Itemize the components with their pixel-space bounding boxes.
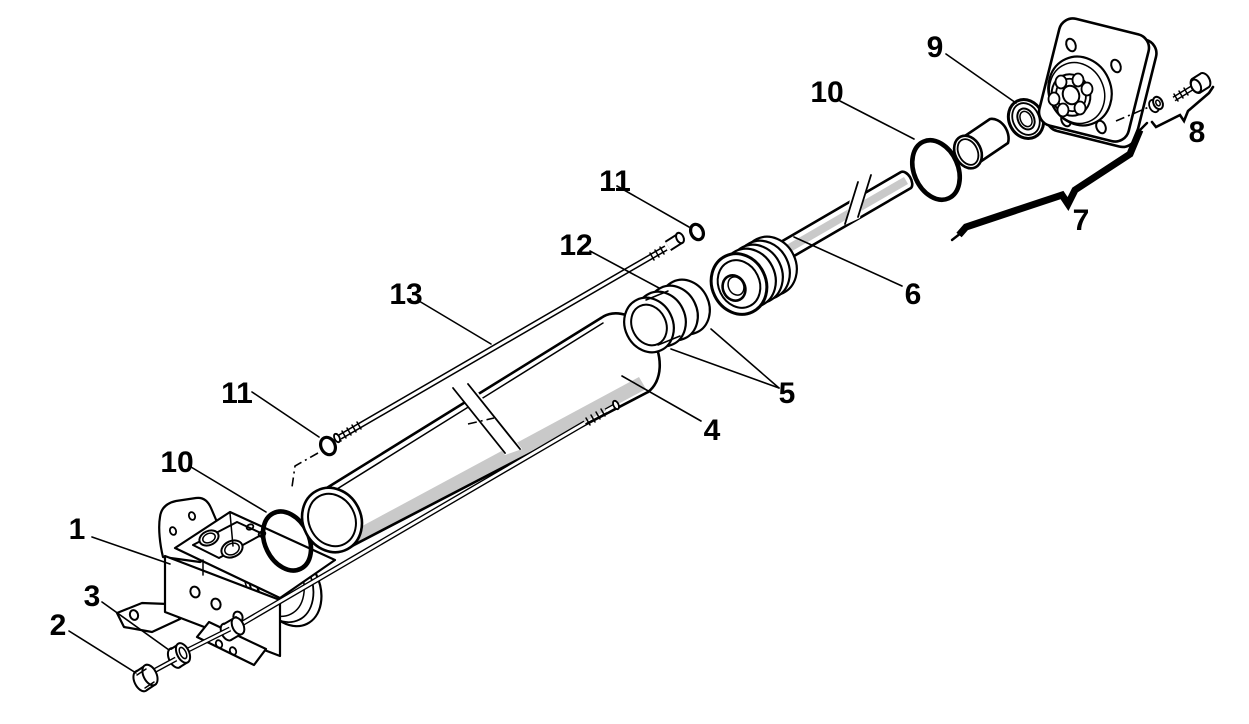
callout-10-left: 10: [160, 446, 193, 479]
cylinder-tube: [300, 312, 662, 554]
flange-screw-with-washer: [1115, 72, 1212, 122]
callout-4: 4: [704, 414, 721, 447]
callout-12: 12: [559, 229, 592, 262]
tube-shading: [340, 377, 646, 550]
leader-11-left: [251, 391, 320, 438]
rod-shading: [764, 177, 908, 265]
piston-head: [709, 235, 798, 316]
callout-10-top: 10: [810, 76, 843, 109]
callout-11-top: 11: [599, 165, 631, 198]
leader-10-left: [190, 466, 267, 513]
leader-12: [589, 250, 660, 289]
callout-13: 13: [389, 278, 422, 311]
callout-labels: 1 2 3 4 5 6 7 8 9 10 10 11 11 12 13: [50, 31, 1206, 642]
leader-13: [418, 300, 492, 345]
callout-1: 1: [69, 513, 86, 546]
tie-rod: [333, 231, 685, 444]
callout-8: 8: [1189, 116, 1206, 149]
assembly-bracket-7: [950, 121, 1149, 242]
leader-lines: [68, 53, 1017, 674]
callout-3: 3: [84, 580, 101, 613]
leader-9: [945, 53, 1017, 104]
splined-bore: [1047, 72, 1094, 118]
leader-2: [68, 630, 137, 674]
leader-10-top: [839, 100, 915, 140]
leader-11-top: [616, 185, 690, 228]
small-washer: [1148, 95, 1164, 114]
clamp-strap: [195, 620, 268, 667]
screw: [1172, 72, 1212, 102]
leader-5b: [710, 328, 780, 389]
callout-7: 7: [1073, 204, 1090, 237]
o-ring-head-end: [909, 138, 963, 202]
piston-rod: [709, 161, 914, 316]
leader-4: [621, 375, 702, 422]
tie-rod-lower-with-bolt: [132, 399, 620, 693]
callout-2: 2: [50, 609, 67, 642]
tube-break-gap: [453, 382, 522, 455]
assembly-axis-dashes: [291, 452, 319, 488]
head-flange: [1037, 17, 1158, 149]
leader-5a: [670, 348, 780, 389]
guide-bushing: [952, 117, 1010, 170]
tie-rod-o-ring-upper: [688, 222, 706, 242]
callout-11-left: 11: [221, 377, 253, 410]
tie-rod-o-ring-lower: [318, 435, 338, 457]
hex-bolt: [132, 656, 178, 693]
coil-spring-and-seals: [623, 278, 711, 354]
callout-9: 9: [927, 31, 944, 64]
callout-5: 5: [779, 377, 796, 410]
leader-3: [101, 601, 170, 651]
leader-1: [91, 536, 171, 565]
leader-6: [793, 236, 903, 287]
assembly-bracket-8: [1150, 85, 1215, 129]
callout-6: 6: [905, 278, 922, 311]
